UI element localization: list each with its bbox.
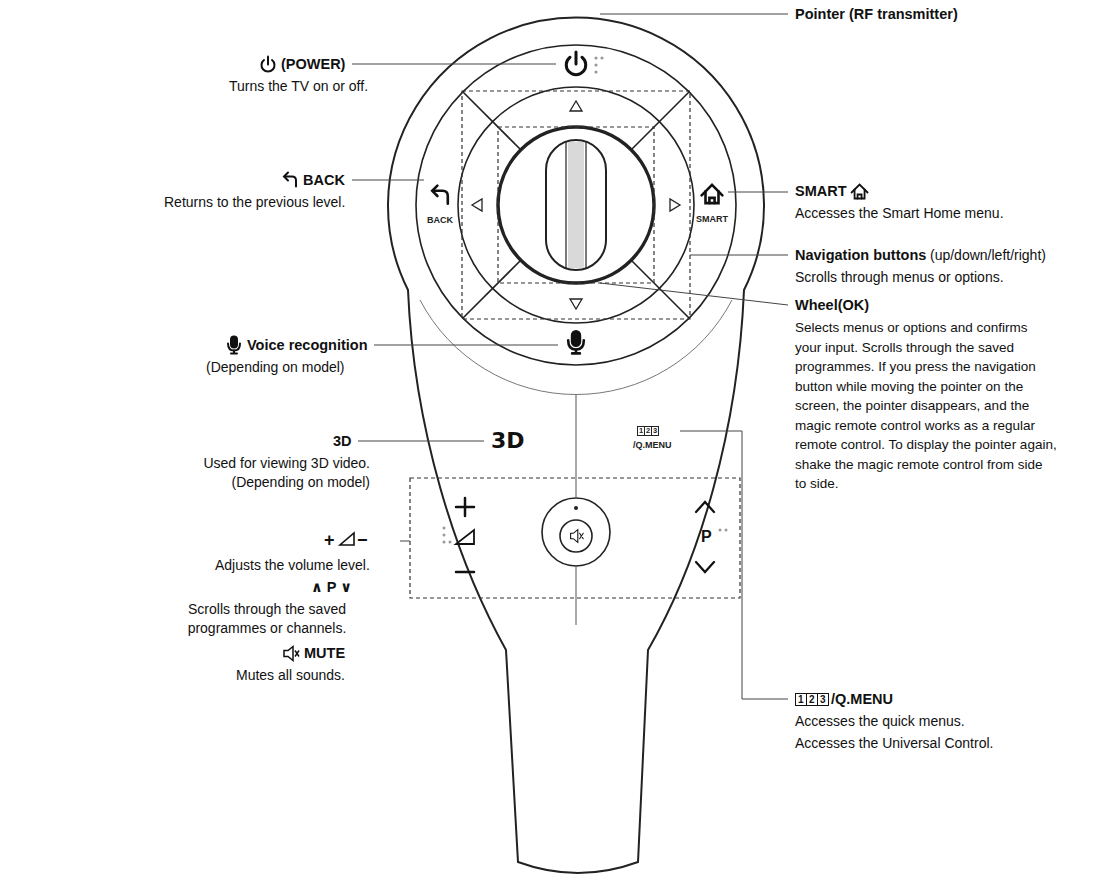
button-label: SMART bbox=[696, 214, 728, 224]
button-label: P bbox=[701, 528, 712, 546]
callout-heading: Voice recognition bbox=[247, 336, 368, 355]
button-label: 3D bbox=[491, 429, 525, 453]
callout-text: (Depending on model) bbox=[206, 358, 345, 377]
back-icon bbox=[284, 173, 296, 187]
number-box: 3 bbox=[817, 693, 829, 706]
remote-body bbox=[388, 18, 764, 873]
callout-text: Returns to the previous level. bbox=[164, 193, 345, 212]
callout-heading: Wheel(OK) bbox=[795, 296, 869, 315]
number-box: 1 bbox=[795, 693, 807, 706]
callout-text: Turns the TV on or off. bbox=[229, 77, 368, 96]
callout-heading: (POWER) bbox=[281, 55, 345, 74]
remote-buttons bbox=[432, 52, 727, 572]
volume-plus: + bbox=[324, 530, 335, 550]
callout-heading: Navigation buttons bbox=[795, 246, 926, 265]
nav-arrows bbox=[472, 101, 680, 309]
callout-text: Accesses the quick menus. bbox=[795, 712, 965, 731]
callout-heading: SMART bbox=[795, 182, 847, 201]
callout-heading: Pointer (RF transmitter) bbox=[795, 5, 958, 24]
callout-text: Scrolls through menus or options. bbox=[795, 268, 1004, 287]
button-label: BACK bbox=[427, 215, 453, 225]
button-label: /Q.MENU bbox=[633, 440, 672, 450]
mute-icon bbox=[284, 647, 299, 661]
power-icon bbox=[262, 57, 275, 72]
callout-text: Adjusts the volume level. bbox=[215, 556, 370, 575]
callout-text: Scrolls through the saved programmes or … bbox=[162, 600, 372, 638]
callout-text: Used for viewing 3D video. (Depending on… bbox=[170, 454, 370, 492]
smart-icon bbox=[852, 185, 868, 199]
callout-text: Accesses the Smart Home menu. bbox=[795, 204, 1004, 223]
callout-heading: MUTE bbox=[304, 644, 345, 663]
callout-heading: /Q.MENU bbox=[831, 690, 893, 709]
callout-text: (up/down/left/right) bbox=[930, 246, 1046, 265]
callout-heading: BACK bbox=[303, 171, 345, 190]
callout-text: Accesses the Universal Control. bbox=[795, 734, 993, 753]
number-box: 2 bbox=[806, 693, 818, 706]
voice-icon bbox=[228, 337, 240, 354]
volume-minus: − bbox=[357, 530, 368, 550]
leader-line bbox=[340, 14, 788, 699]
callout-heading: ∧ P ∨ bbox=[311, 578, 352, 597]
callout-heading: 3D bbox=[333, 432, 352, 451]
callout-text: Selects menus or options and confirms yo… bbox=[795, 318, 1057, 494]
button-label: 3 bbox=[651, 426, 659, 436]
callout-text: Mutes all sounds. bbox=[236, 666, 345, 685]
